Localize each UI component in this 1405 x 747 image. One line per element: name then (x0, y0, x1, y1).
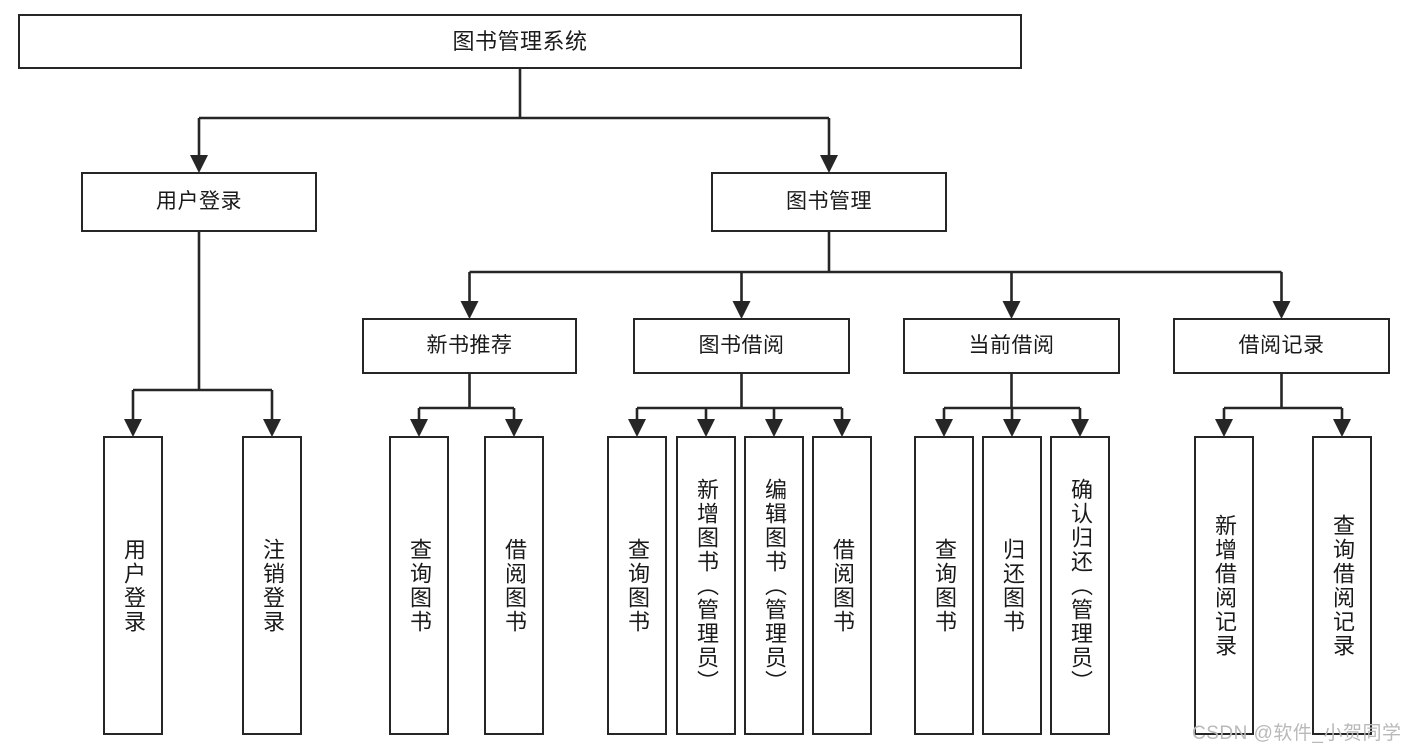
node-label: 新增借阅记录 (1212, 513, 1237, 658)
node-borrow-record[interactable]: 借阅记录 (1173, 318, 1390, 374)
node-root-system[interactable]: 图书管理系统 (18, 14, 1022, 69)
node-label: 归还图书 (1000, 537, 1025, 634)
node-leaf-confirm-return-admin[interactable]: 确认归还（管理员） (1050, 436, 1110, 735)
node-book-management[interactable]: 图书管理 (711, 172, 947, 232)
node-leaf-query-borrow-record[interactable]: 查询借阅记录 (1312, 436, 1372, 735)
node-leaf-borrow-book-recommend[interactable]: 借阅图书 (484, 436, 544, 735)
node-label: 借阅图书 (502, 537, 527, 634)
node-leaf-edit-book-admin[interactable]: 编辑图书（管理员） (744, 436, 804, 735)
node-book-borrow[interactable]: 图书借阅 (633, 318, 850, 374)
node-leaf-return-book[interactable]: 归还图书 (982, 436, 1042, 735)
node-label: 图书管理 (786, 189, 872, 213)
node-leaf-borrow-book[interactable]: 借阅图书 (812, 436, 872, 735)
node-label: 查询图书 (407, 537, 432, 634)
node-label: 注销登录 (260, 537, 285, 634)
node-current-borrow[interactable]: 当前借阅 (903, 318, 1120, 374)
node-new-book-recommend[interactable]: 新书推荐 (362, 318, 577, 374)
node-label: 借阅记录 (1238, 333, 1325, 357)
node-label: 新书推荐 (426, 333, 513, 357)
node-label: 编辑图书（管理员） (762, 477, 787, 694)
node-label: 查询图书 (625, 537, 650, 634)
node-user-login[interactable]: 用户登录 (81, 172, 317, 232)
node-label: 图书借阅 (698, 333, 785, 357)
node-label: 当前借阅 (968, 333, 1055, 357)
node-label: 用户登录 (121, 537, 146, 634)
node-leaf-add-borrow-record[interactable]: 新增借阅记录 (1194, 436, 1254, 735)
node-label: 图书管理系统 (452, 28, 588, 54)
node-leaf-query-book-borrow[interactable]: 查询图书 (607, 436, 667, 735)
node-leaf-logout-login[interactable]: 注销登录 (242, 436, 302, 735)
node-leaf-query-book-recommend[interactable]: 查询图书 (389, 436, 449, 735)
node-leaf-query-book-current[interactable]: 查询图书 (914, 436, 974, 735)
node-label: 新增图书（管理员） (694, 477, 719, 694)
node-label: 用户登录 (156, 189, 242, 213)
node-label: 借阅图书 (830, 537, 855, 634)
node-leaf-user-login[interactable]: 用户登录 (103, 436, 163, 735)
node-label: 查询图书 (932, 537, 957, 634)
node-label: 查询借阅记录 (1330, 513, 1355, 658)
csdn-watermark: CSDN @软件_小贺同学 (1192, 723, 1402, 744)
node-leaf-add-book-admin[interactable]: 新增图书（管理员） (676, 436, 736, 735)
node-label: 确认归还（管理员） (1068, 477, 1093, 694)
